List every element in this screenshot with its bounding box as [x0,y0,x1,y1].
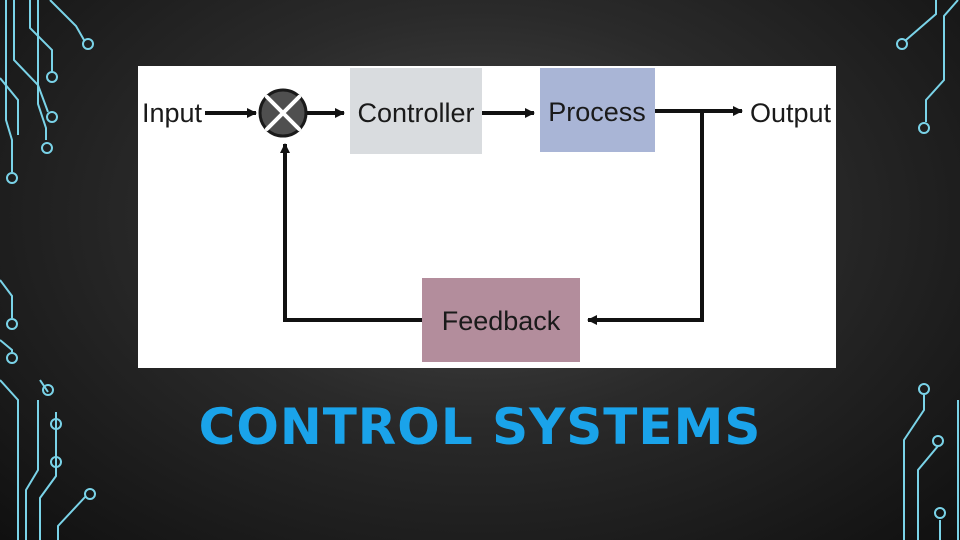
circuit-node-icon [918,122,930,134]
circuit-node-icon [918,383,930,395]
process-block [540,68,655,152]
circuit-node-icon [42,384,54,396]
control-loop-diagram: Input Controller Process Output Feedback [138,66,836,368]
feedback-to-sum-path [280,143,422,322]
circuit-node-icon [6,352,18,364]
circuit-node-icon [46,71,58,83]
circuit-node-icon [82,38,94,50]
circuit-trace-icon [57,495,87,540]
circuit-node-icon [934,507,946,519]
circuit-trace-icon [917,445,939,540]
diagram-canvas: Input Controller Process Output Feedback [142,68,832,362]
circuit-trace-icon [13,0,49,113]
circuit-node-icon [41,142,53,154]
circuit-trace-icon [0,339,13,352]
circuit-node-icon [50,456,62,468]
circuit-trace-icon [29,0,53,72]
circuit-trace-icon [49,0,85,41]
circuit-node-icon [6,172,18,184]
circuit-node-icon [896,38,908,50]
controller-block [350,68,482,154]
circuit-trace-icon [925,0,959,122]
circuit-trace-icon [37,0,47,140]
feedback-return-path [587,111,704,325]
output-label: Output [750,98,832,128]
feedback-block [422,278,580,362]
circuit-trace-icon [905,0,937,41]
circuit-node-icon [84,488,96,500]
circuit-node-icon [6,318,18,330]
input-label: Input [142,98,203,128]
circuit-trace-icon [5,0,13,172]
controller-label: Controller [357,98,474,128]
circuit-trace-icon [0,279,13,318]
feedback-label: Feedback [442,306,561,336]
circuit-trace-icon [0,77,19,135]
circuit-trace-icon [39,379,49,393]
process-label: Process [548,97,646,127]
slide-title: CONTROL SYSTEMS [198,398,762,456]
circuit-node-icon [46,111,58,123]
circle-x-icon [258,88,308,138]
